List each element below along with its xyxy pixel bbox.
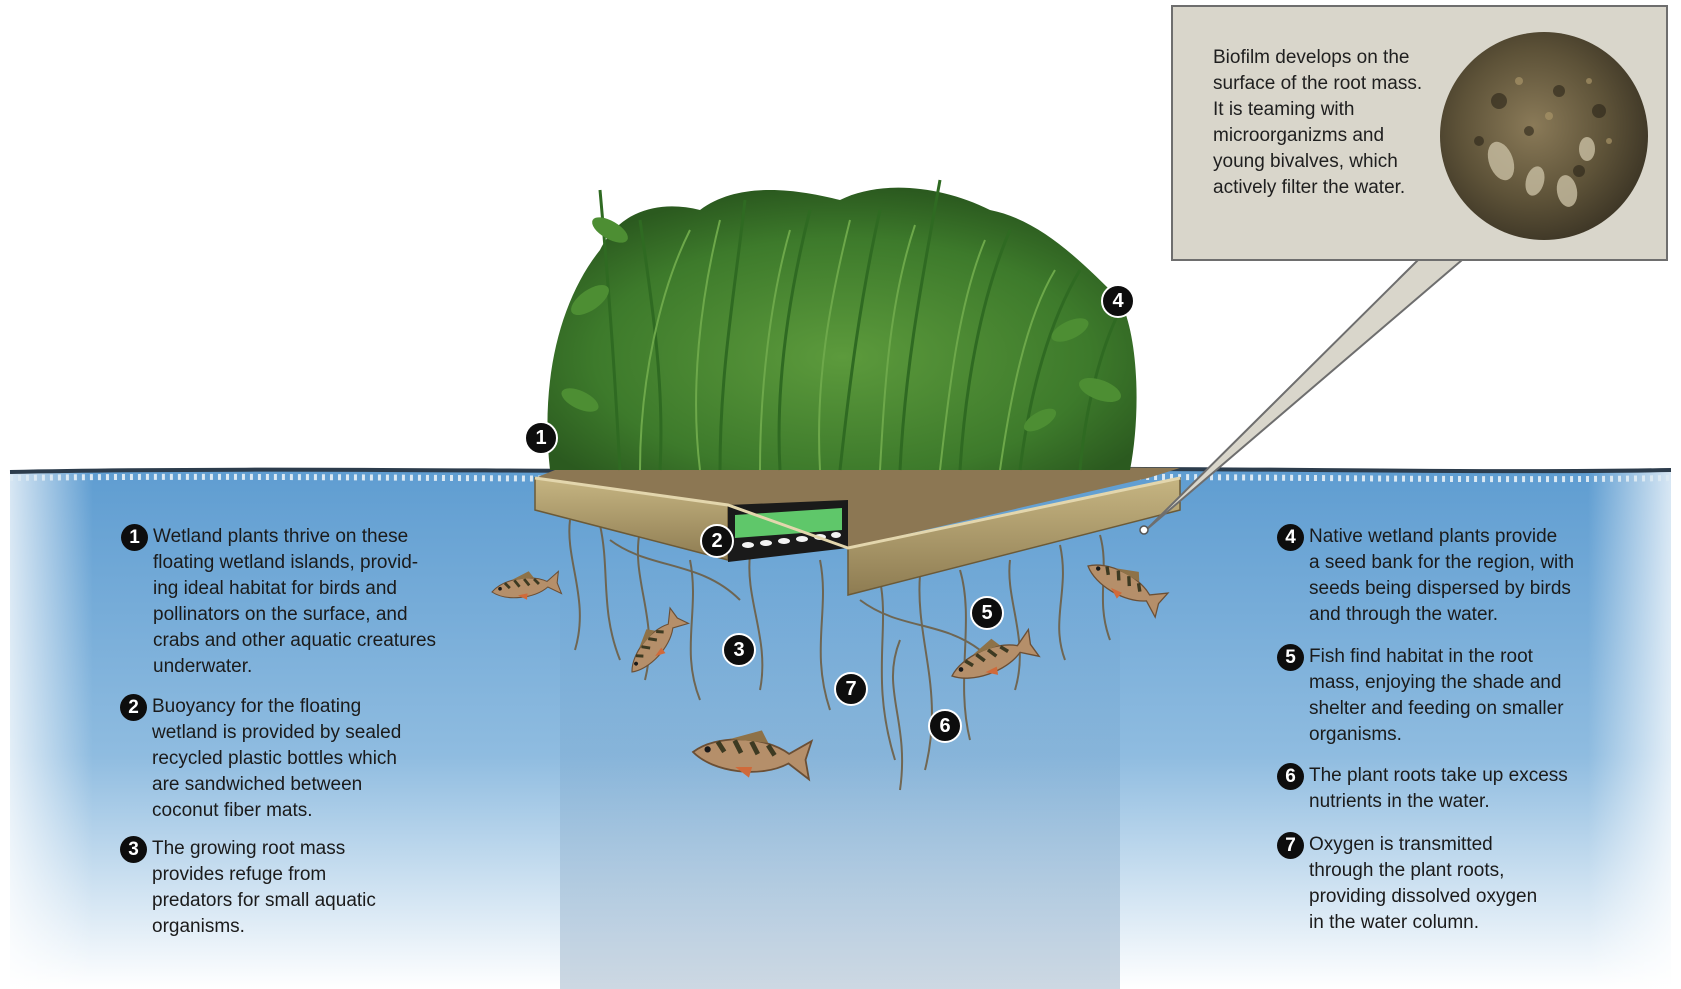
legend-number: 5 [1277, 644, 1304, 671]
marker-7: 7 [834, 672, 868, 706]
marker-6: 6 [928, 709, 962, 743]
legend-text: Buoyancy for the floating wetland is pro… [152, 694, 401, 824]
legend-text: Oxygen is transmitted through the plant … [1309, 832, 1537, 936]
legend-text: Fish find habitat in the root mass, enjo… [1309, 644, 1564, 748]
legend-item-3: 3 The growing root mass provides refuge … [120, 836, 376, 940]
callout-text: Biofilm develops on the surface of the r… [1213, 45, 1443, 201]
biofilm-photo-icon [1439, 31, 1649, 241]
marker-1: 1 [524, 421, 558, 455]
legend-number: 3 [120, 836, 147, 863]
legend-number: 7 [1277, 832, 1304, 859]
marker-2: 2 [700, 524, 734, 558]
marker-3: 3 [722, 633, 756, 667]
legend-text: Wetland plants thrive on these floating … [153, 524, 436, 680]
legend-item-2: 2 Buoyancy for the floating wetland is p… [120, 694, 401, 824]
legend-item-6: 6 The plant roots take up excess nutrien… [1277, 763, 1568, 815]
legend-number: 6 [1277, 763, 1304, 790]
callout-box: Biofilm develops on the surface of the r… [1171, 5, 1668, 261]
marker-4: 4 [1101, 284, 1135, 318]
callout-anchor-dot [1140, 526, 1148, 534]
legend-number: 2 [120, 694, 147, 721]
legend-item-4: 4 Native wetland plants provide a seed b… [1277, 524, 1574, 628]
legend-text: Native wetland plants provide a seed ban… [1309, 524, 1574, 628]
water-column-shadow [560, 560, 1120, 989]
legend-number: 1 [121, 524, 148, 551]
legend-text: The growing root mass provides refuge fr… [152, 836, 376, 940]
legend-number: 4 [1277, 524, 1304, 551]
legend-item-1: 1 Wetland plants thrive on these floatin… [121, 524, 436, 680]
marker-5: 5 [970, 596, 1004, 630]
legend-item-5: 5 Fish find habitat in the root mass, en… [1277, 644, 1564, 748]
legend-item-7: 7 Oxygen is transmitted through the plan… [1277, 832, 1537, 936]
legend-text: The plant roots take up excess nutrients… [1309, 763, 1568, 815]
wetland-plants-icon [547, 180, 1136, 470]
